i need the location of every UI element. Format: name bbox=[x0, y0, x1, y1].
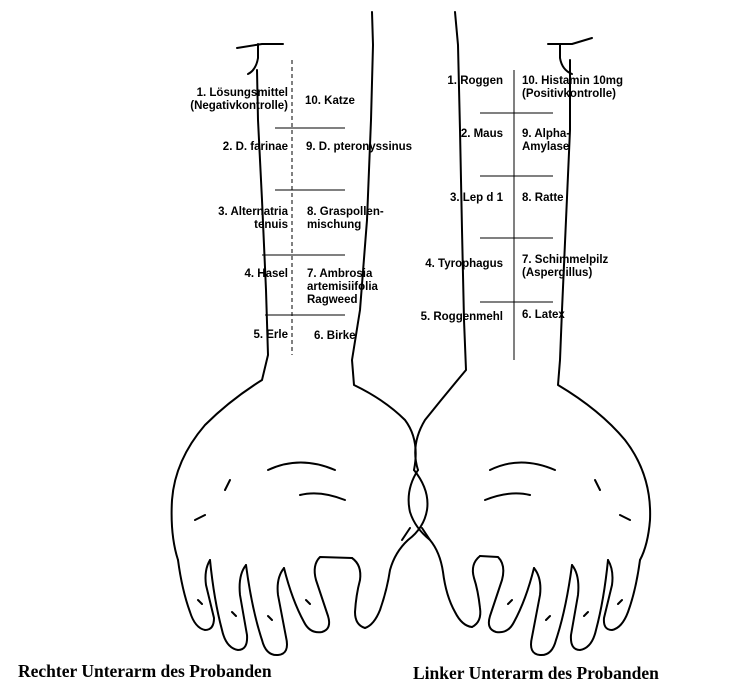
left-label-7: 7. Schimmelpilz (Aspergillus) bbox=[522, 254, 608, 280]
left-label-10: 10. Histamin 10mg (Positivkontrolle) bbox=[522, 75, 623, 101]
right-label-7: 7. Ambrosia artemisiifolia Ragweed bbox=[307, 268, 378, 307]
right-label-10: 10. Katze bbox=[305, 95, 355, 108]
right-label-1: 1. Lösungsmittel (Negativkontrolle) bbox=[150, 87, 288, 113]
left-label-5: 5. Roggenmehl bbox=[400, 311, 503, 324]
left-forearm-outline bbox=[409, 12, 651, 655]
right-label-6: 6. Birke bbox=[314, 330, 356, 343]
left-label-9: 9. Alpha- Amylase bbox=[522, 128, 570, 154]
right-arm-caption: Rechter Unterarm des Probanden bbox=[18, 661, 272, 682]
left-label-3: 3. Lep d 1 bbox=[400, 192, 503, 205]
right-label-2: 2. D. farinae bbox=[150, 141, 288, 154]
left-label-2: 2. Maus bbox=[400, 128, 503, 141]
right-label-5: 5. Erle bbox=[150, 329, 288, 342]
right-label-4: 4. Hasel bbox=[150, 268, 288, 281]
right-label-9: 9. D. pteronyssinus bbox=[306, 141, 412, 154]
left-label-6: 6. Latex bbox=[522, 309, 565, 322]
left-label-1: 1. Roggen bbox=[400, 75, 503, 88]
right-label-3: 3. Alternatria tenuis bbox=[150, 206, 288, 232]
left-arm-caption: Linker Unterarm des Probanden bbox=[413, 663, 659, 684]
right-label-8: 8. Graspollen- mischung bbox=[307, 206, 384, 232]
left-label-4: 4. Tyrophagus bbox=[400, 258, 503, 271]
left-label-8: 8. Ratte bbox=[522, 192, 564, 205]
